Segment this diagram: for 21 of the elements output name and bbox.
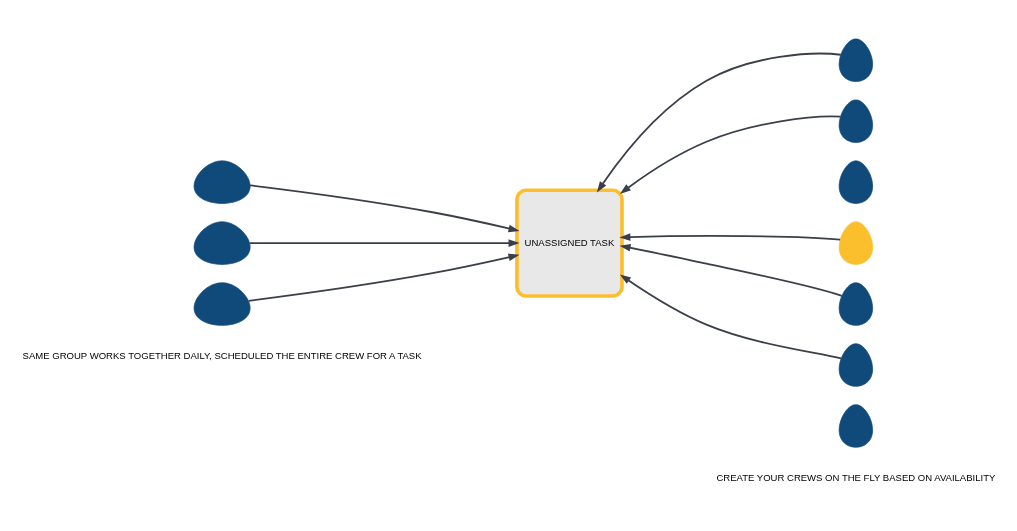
node-person [838,221,873,265]
node-person [838,282,873,326]
node-box: UNASSIGNED TASK [515,188,624,298]
node-person [193,221,251,265]
node-person [193,282,251,326]
node-person [838,343,873,387]
arrow [596,52,842,193]
node-person [193,160,251,204]
label: CREATE YOUR CREWS ON THE FLY BASED ON AVAILABILITY [716,472,996,484]
arrow [247,253,520,302]
node-person [838,404,873,448]
arrow [249,184,520,233]
arrow [619,243,843,297]
arrow [619,233,841,241]
node-person [838,38,873,82]
label: SAME GROUP WORKS TOGETHER DAILY, SCHEDULED THE ENTIRE CREW FOR A TASK [22,350,422,362]
node-person [838,99,873,143]
node-person [838,160,873,204]
arrow [619,115,842,194]
arrow [619,274,842,360]
arrow [248,239,520,247]
